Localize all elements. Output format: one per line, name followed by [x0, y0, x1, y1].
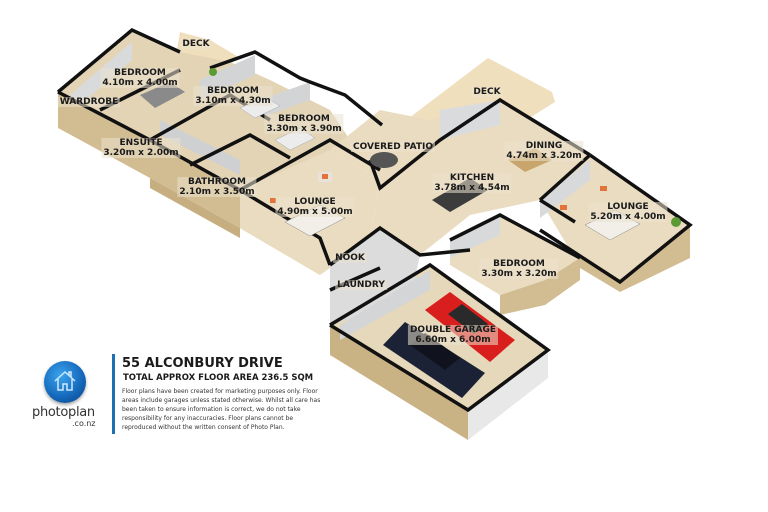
room-label-deck-west: DECK — [180, 39, 212, 49]
wall-face-g — [450, 215, 500, 258]
property-address: 55 ALCONBURY DRIVE — [122, 356, 283, 371]
cushion-icon — [560, 205, 567, 210]
bed-icon — [140, 82, 185, 108]
plant-icon — [209, 68, 217, 76]
room-label-laundry: LAUNDRY — [335, 280, 387, 290]
room-label-wardrobe: WARDROBE — [57, 97, 121, 107]
room-label-deck-east: DECK — [471, 87, 503, 97]
exterior-south — [150, 178, 240, 238]
cushion-icon — [322, 174, 328, 179]
wall-face-h — [340, 270, 430, 340]
brand-domain: .co.nz — [72, 419, 96, 428]
exterior-garage-side — [468, 350, 548, 440]
exterior-bedroom-se — [500, 258, 580, 315]
room-label-nook: NOOK — [333, 253, 367, 263]
patio-table-icon — [370, 152, 398, 168]
exterior-garage-front — [330, 325, 468, 440]
wall-face-d — [160, 120, 240, 175]
house-icon — [54, 370, 76, 391]
cushion-icon — [600, 186, 607, 191]
room-label-covered-patio: COVERED PATIO — [351, 142, 435, 152]
brand-name: photoplan — [32, 405, 95, 420]
accent-divider — [112, 354, 115, 434]
photoplan-logo — [44, 361, 86, 403]
disclaimer-text: Floor plans have been created for market… — [122, 388, 321, 431]
total-floor-area: TOTAL APPROX FLOOR AREA 236.5 SQM — [123, 373, 314, 383]
plant-icon — [671, 217, 681, 227]
exterior-east — [570, 225, 690, 292]
cushion-icon — [270, 198, 276, 203]
wall-face-f — [540, 160, 590, 218]
